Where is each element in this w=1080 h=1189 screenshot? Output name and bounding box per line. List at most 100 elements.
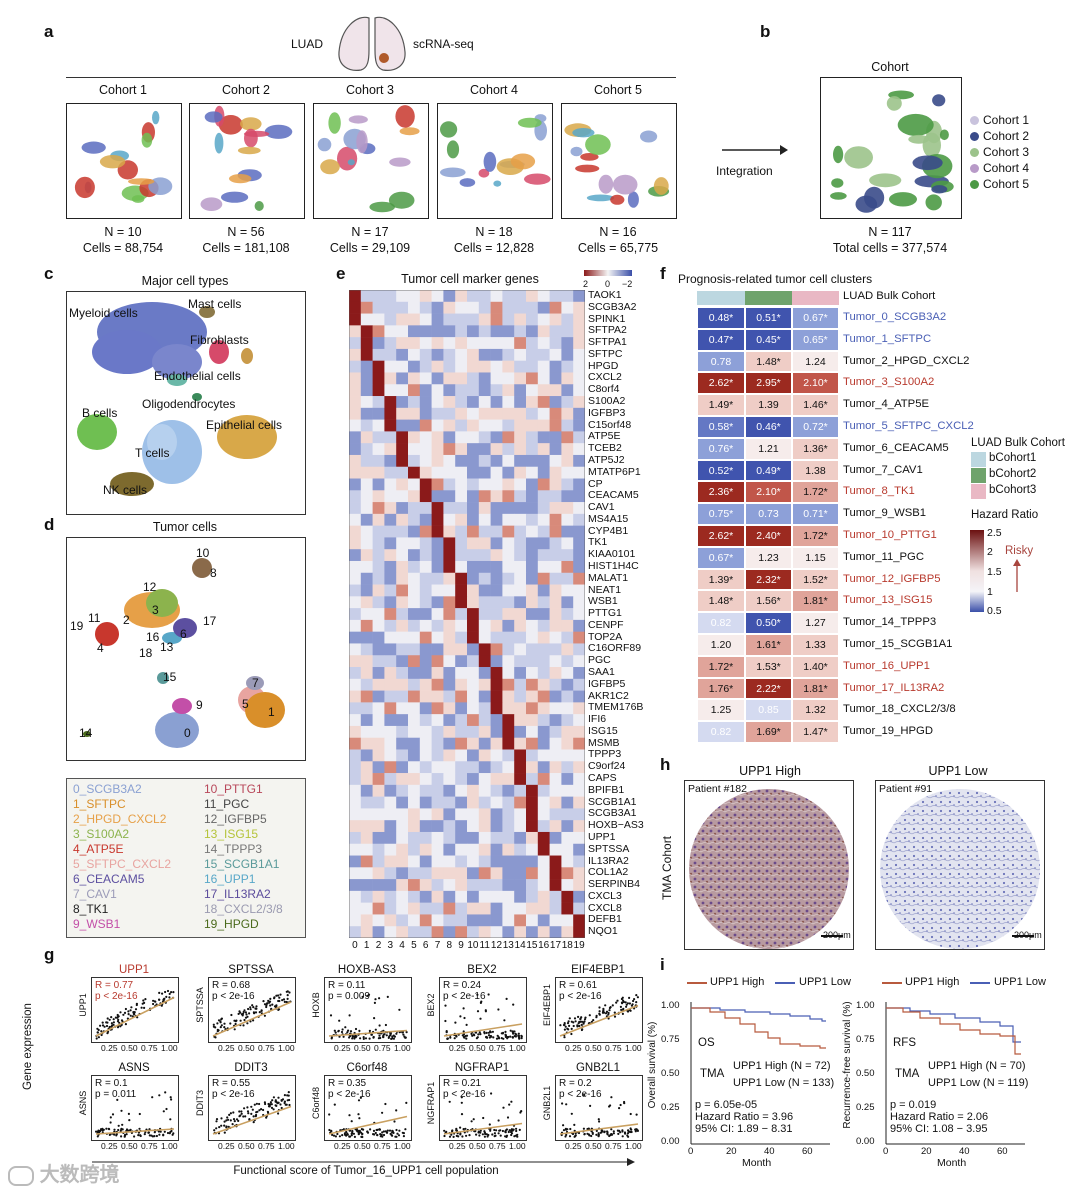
scatter-point xyxy=(164,990,167,994)
heatmap-cell xyxy=(431,655,444,668)
scatter-point xyxy=(511,1036,514,1039)
scatter-point xyxy=(268,1000,272,1003)
scatter-point xyxy=(478,1031,481,1034)
heatmap-cell xyxy=(372,513,385,526)
heatmap-cell xyxy=(443,549,456,562)
heatmap-cell xyxy=(443,596,456,609)
km-curve xyxy=(691,1007,826,1049)
heatmap-cell xyxy=(443,926,456,938)
scatter-point xyxy=(247,1112,250,1115)
hr-row-label: Tumor_1_SFTPC xyxy=(843,332,932,345)
heatmap-cell xyxy=(455,796,468,809)
heatmap-cell xyxy=(537,690,550,703)
heatmap-cell xyxy=(514,631,527,644)
scatter-point xyxy=(288,1103,291,1107)
heatmap-cell xyxy=(467,290,480,303)
heatmap-cell xyxy=(467,914,480,927)
scatter-title: UPP1 xyxy=(118,964,150,976)
scatter-point xyxy=(570,1027,573,1030)
heatmap-cell xyxy=(349,902,362,915)
heatmap-cell xyxy=(561,926,574,938)
heatmap-cell xyxy=(467,902,480,915)
scatter-point xyxy=(328,1113,331,1116)
heatmap-cell xyxy=(561,831,574,845)
heatmap-cell xyxy=(360,372,373,385)
scatter-point xyxy=(487,1031,490,1034)
hr-cell: 2.40* xyxy=(745,525,792,547)
scatter-point xyxy=(143,1133,146,1136)
heatmap-cell xyxy=(443,419,456,432)
scatter-point xyxy=(330,1037,333,1040)
panel-label-h: h xyxy=(660,755,671,774)
heatmap-cell xyxy=(478,655,491,668)
km-ytick: 0.50 xyxy=(856,1068,875,1079)
scatter-point xyxy=(162,1133,165,1136)
major-cell-umap xyxy=(66,291,306,515)
scatter-point xyxy=(330,1129,333,1132)
scatter-point xyxy=(509,1035,512,1038)
heatmap-cell xyxy=(455,537,468,550)
scatter-xtick: 0.25 xyxy=(565,1141,582,1151)
heatmap-cell xyxy=(549,301,562,314)
scatter-xtick: 0.25 xyxy=(334,1141,351,1151)
scatter-point xyxy=(154,1000,157,1003)
hr-cell: 1.27 xyxy=(792,612,839,634)
scatter-point xyxy=(286,997,289,1000)
heatmap-cell xyxy=(549,407,562,420)
heatmap-cell xyxy=(514,337,527,350)
scatter-point xyxy=(482,1116,485,1120)
heatmap-cell xyxy=(384,560,397,574)
heatmap-cell xyxy=(396,337,409,350)
heatmap-cell xyxy=(537,360,550,373)
scatter-ylabel: SPTSSA xyxy=(195,987,205,1023)
heatmap-cell xyxy=(443,867,456,880)
scatter-point xyxy=(506,1037,509,1040)
heatmap-cell xyxy=(419,490,432,503)
scatter-point xyxy=(108,1018,111,1021)
scatter-point xyxy=(626,1010,630,1013)
scatter-point xyxy=(367,993,371,996)
gene-label: C15orf48 xyxy=(588,418,632,431)
scatter-point xyxy=(613,1011,616,1014)
heatmap-cell xyxy=(561,867,574,880)
h-low-title: UPP1 Low xyxy=(928,764,988,778)
scatter-point xyxy=(116,1098,119,1101)
scatter-r: R = 0.55 xyxy=(212,1078,251,1089)
risky-label: Risky xyxy=(1005,545,1034,557)
heatmap-cell xyxy=(431,537,444,550)
cluster-axis-label: 11 xyxy=(479,940,490,951)
heatmap-cell xyxy=(396,407,409,420)
heatmap-cell xyxy=(478,926,491,938)
heatmap-cell xyxy=(467,867,480,880)
cluster-axis-label: 13 xyxy=(502,940,514,951)
bcohort-swatch xyxy=(971,468,986,483)
scatter-point xyxy=(229,1022,232,1025)
scatter-point xyxy=(124,1007,127,1011)
scatter-point xyxy=(336,1132,339,1136)
heatmap-cell xyxy=(526,926,539,938)
heatmap-cell xyxy=(384,348,397,361)
scatter-point xyxy=(459,1015,462,1018)
heatmap-cell xyxy=(396,690,409,703)
heatmap-cell xyxy=(455,690,468,703)
heatmap-cell xyxy=(467,702,480,715)
heatmap-cell xyxy=(549,525,562,538)
km-ytick: 0.00 xyxy=(661,1136,680,1147)
cluster-axis-label: 14 xyxy=(514,940,526,951)
heatmap-cell xyxy=(514,490,527,503)
heatmap-cell xyxy=(561,690,574,703)
heatmap-cell xyxy=(526,690,539,703)
heatmap-cell xyxy=(396,348,409,361)
scatter-point xyxy=(463,1036,466,1039)
heatmap-cell xyxy=(372,902,385,915)
heatmap-cell xyxy=(502,831,515,845)
scatter-point xyxy=(219,1026,222,1029)
heatmap-cell xyxy=(360,749,373,762)
scatter-point xyxy=(266,1110,269,1113)
scatter-point xyxy=(483,1135,486,1138)
heatmap-cell xyxy=(431,855,444,868)
scatter-point xyxy=(214,1036,217,1039)
heatmap-cell xyxy=(549,325,562,338)
heatmap-cell xyxy=(443,502,456,515)
scatter-point xyxy=(390,1037,393,1040)
